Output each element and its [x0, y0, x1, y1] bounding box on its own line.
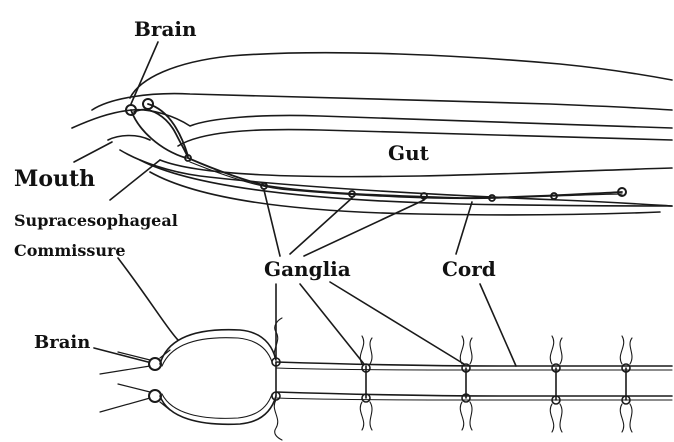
- side-commissure-loop-2: [133, 108, 189, 159]
- side-brain-ganglion-2: [142, 98, 154, 110]
- side-nervous-system: [125, 98, 627, 202]
- body-upper-contour: [129, 51, 673, 99]
- side-commissure-loop: [130, 103, 189, 159]
- leader-ganglia-6: [329, 281, 465, 365]
- ladder-nervous-system: [99, 317, 673, 441]
- leader-supra: [109, 159, 161, 201]
- ladder-cord-upper-2: [275, 367, 673, 371]
- body-belly-line: [139, 159, 673, 207]
- ladder-ganglion: [361, 363, 371, 373]
- body-ventral-contour: [119, 149, 673, 207]
- leader-ganglia-5: [299, 283, 365, 365]
- body-lower-contour: [149, 171, 661, 216]
- label-gut: Gut: [388, 141, 430, 165]
- side-ganglion: [617, 187, 627, 197]
- leader-mouth: [73, 141, 113, 163]
- ladder-rungs: [275, 361, 627, 401]
- label-brain-top: Brain: [134, 17, 197, 41]
- mouth-lip: [107, 134, 151, 141]
- body-dorsal-inner-contour: [91, 92, 673, 111]
- leader-ganglia-3: [303, 199, 425, 257]
- label-ganglia: Ganglia: [264, 257, 351, 281]
- leader-cord-top: [455, 201, 473, 255]
- side-ganglion: [420, 192, 428, 200]
- label-mouth: Mouth: [14, 166, 95, 192]
- ladder-cord-upper: [275, 361, 673, 367]
- leader-ganglia-1: [263, 189, 281, 257]
- leader-lines: [73, 41, 517, 367]
- side-ganglion: [348, 190, 356, 198]
- ladder-ganglion: [551, 363, 561, 373]
- worm-body-outline: [71, 51, 673, 216]
- side-ganglion: [550, 192, 558, 200]
- ladder-brain-upper: [148, 357, 162, 371]
- ladder-brain-lower: [148, 389, 162, 403]
- ladder-cord-lower: [275, 391, 673, 397]
- ladder-ganglion: [551, 395, 561, 405]
- leader-brain-top: [130, 41, 159, 105]
- leader-ganglia-2: [289, 197, 353, 255]
- leader-cord-bottom: [479, 283, 517, 367]
- side-ganglion: [488, 194, 496, 202]
- head-outline: [71, 108, 673, 129]
- segmental-nerves: [273, 317, 633, 441]
- label-commissure: Commissure: [14, 241, 126, 260]
- ladder-ganglion: [621, 395, 631, 405]
- ladder-ganglion: [361, 393, 371, 403]
- brain-nerves: [99, 349, 171, 413]
- ladder-ganglion: [461, 393, 471, 403]
- ladder-commissure-ring: [159, 328, 277, 426]
- leader-commissure: [117, 257, 179, 341]
- label-cord: Cord: [442, 257, 496, 281]
- label-supracesophageal: Supracesophageal: [14, 211, 178, 230]
- side-ventral-cord-2: [189, 161, 623, 200]
- ladder-cord-lower-2: [275, 397, 673, 401]
- label-brain-bottom: Brain: [34, 332, 90, 353]
- side-ganglion: [184, 154, 192, 162]
- ladder-commissure-ring-inner: [161, 337, 273, 419]
- side-brain-ganglion: [125, 104, 137, 116]
- ladder-ganglion: [461, 363, 471, 373]
- side-ganglion: [260, 182, 268, 190]
- leader-brain-bottom: [93, 347, 149, 363]
- ladder-ganglion: [621, 363, 631, 373]
- gut-upper-contour: [177, 128, 673, 147]
